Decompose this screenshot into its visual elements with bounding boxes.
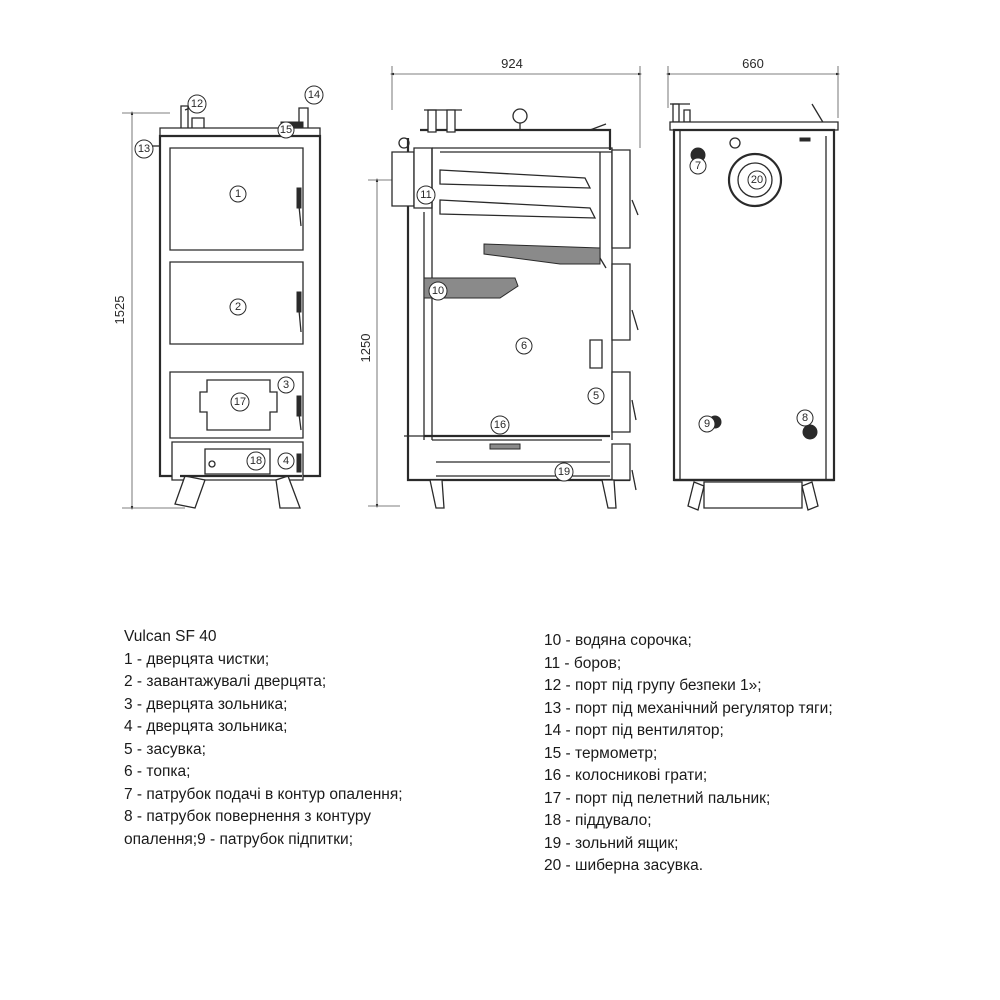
callout-18: 18: [247, 452, 265, 470]
callout-13: 13: [135, 140, 153, 158]
callout-2: 2: [230, 299, 246, 315]
svg-text:9: 9: [704, 418, 710, 430]
svg-text:5: 5: [593, 390, 599, 402]
svg-text:17: 17: [234, 396, 246, 408]
rear-view: 660: [666, 56, 840, 510]
dimension-width-total-label: 924: [501, 56, 523, 71]
callout-16: 16: [491, 416, 509, 434]
legend-item: 7 - патрубок подачі в контур опалення;: [124, 785, 403, 803]
svg-text:15: 15: [280, 124, 292, 136]
legend-item: 14 - порт під вентилятор;: [544, 722, 724, 739]
legend-item: 16 - колосникові грати;: [544, 767, 708, 784]
legend-item: 20 - шиберна засувка.: [544, 857, 704, 874]
legend-item: 5 - засувка;: [124, 740, 206, 758]
dimension-height-total: 1525: [112, 111, 185, 510]
svg-text:19: 19: [558, 466, 570, 478]
callout-4: 4: [278, 453, 294, 469]
callout-9: 9: [699, 416, 715, 432]
legend-item: 11 - боров;: [544, 654, 622, 672]
dimension-depth-total-label: 660: [742, 56, 764, 71]
callout-20: 20: [748, 171, 766, 189]
callout-8: 8: [797, 410, 813, 426]
svg-text:4: 4: [283, 455, 289, 467]
legend-item: 13 - порт під механічний регулятор тяги;: [544, 699, 833, 717]
callout-6: 6: [516, 338, 532, 354]
legend-title: Vulcan SF 40: [124, 628, 217, 645]
callout-15: 15: [278, 122, 294, 138]
svg-text:20: 20: [751, 174, 763, 186]
dimension-depth-total: 660: [666, 56, 840, 118]
side-section-view: 924 1250: [358, 56, 642, 508]
legend-item: 3 - дверцята зольника;: [124, 695, 288, 713]
svg-text:3: 3: [283, 379, 289, 391]
legend-left-column: Vulcan SF 40 1 - дверцята чистки; 2 - за…: [124, 626, 403, 851]
legend-item: 8 - патрубок повернення з контуру: [124, 808, 372, 825]
callout-14: 14: [305, 86, 323, 104]
svg-text:16: 16: [494, 419, 506, 431]
callout-1: 1: [230, 186, 246, 202]
callout-5: 5: [588, 388, 604, 404]
legend-item: 10 - водяна сорочка;: [544, 632, 692, 649]
legend-item: 2 - завантажувалі дверцята;: [124, 673, 327, 690]
front-view: 1525: [112, 104, 320, 510]
svg-text:11: 11: [420, 189, 431, 201]
legend-item: 19 - зольний ящик;: [544, 834, 679, 852]
callout-10: 10: [429, 282, 447, 300]
dimension-height-total-label: 1525: [112, 296, 127, 325]
boiler-drawing: 1525: [112, 56, 840, 560]
legend-item: опалення;9 - патрубок підпитки;: [124, 830, 354, 848]
dimension-height-inner: 1250: [358, 178, 400, 508]
legend-right-column: 10 - водяна сорочка; 11 - боров; 12 - по…: [544, 630, 833, 878]
callout-3: 3: [278, 377, 294, 393]
legend-item: 1 - дверцята чистки;: [124, 650, 270, 668]
callout-11: 11: [417, 186, 435, 204]
legend-item: 6 - топка;: [124, 763, 191, 780]
callout-17: 17: [231, 393, 249, 411]
svg-text:14: 14: [308, 89, 320, 101]
svg-text:13: 13: [138, 143, 150, 155]
dimension-height-inner-label: 1250: [358, 334, 373, 363]
dimension-width-total: 924: [390, 56, 642, 148]
svg-text:6: 6: [521, 340, 527, 352]
legend-item: 12 - порт під групу безпеки 1»;: [544, 677, 762, 694]
svg-text:8: 8: [802, 412, 808, 424]
callout-7: 7: [690, 158, 706, 174]
legend-item: 4 - дверцята зольника;: [124, 718, 288, 735]
svg-text:2: 2: [235, 301, 241, 313]
legend-item: 18 - піддувало;: [544, 812, 652, 829]
svg-text:10: 10: [432, 285, 444, 297]
legend-item: 17 - порт під пелетний пальник;: [544, 789, 771, 807]
svg-text:1: 1: [235, 188, 241, 200]
svg-text:18: 18: [250, 455, 262, 467]
legend-item: 15 - термометр;: [544, 744, 658, 762]
svg-text:7: 7: [695, 160, 701, 172]
callout-12: 12: [188, 95, 206, 113]
svg-text:12: 12: [191, 98, 203, 110]
callout-19: 19: [555, 463, 573, 481]
